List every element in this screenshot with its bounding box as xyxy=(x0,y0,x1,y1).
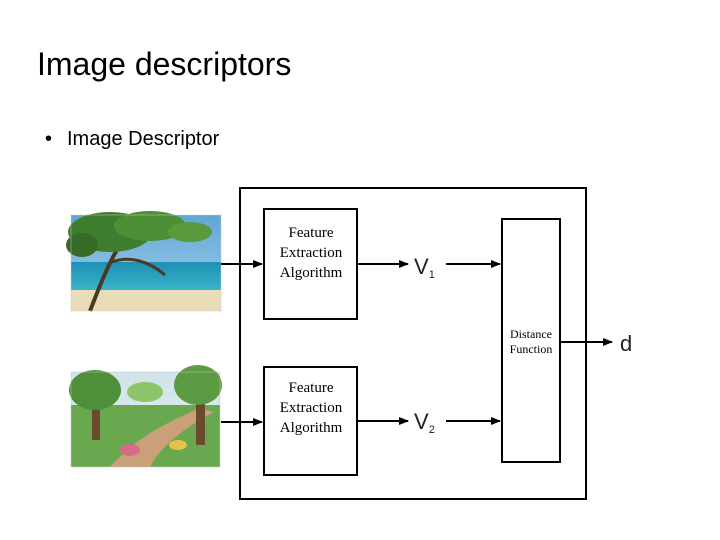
feature-extraction-block-2 xyxy=(263,366,358,476)
block2-line2: Extraction xyxy=(280,400,343,416)
block1-line1: Feature xyxy=(289,225,334,241)
vector-v1-sub: 1 xyxy=(429,269,435,281)
distance-line2: Function xyxy=(510,342,553,356)
slide-title: Image descriptors xyxy=(37,46,292,82)
vector-v2-base: V xyxy=(414,409,429,434)
block1-line2: Extraction xyxy=(280,245,343,261)
block2-line3: Algorithm xyxy=(280,420,343,436)
system-frame xyxy=(239,187,587,500)
vector-v2-label: V2 xyxy=(414,409,435,436)
distance-function-block xyxy=(501,218,561,463)
output-d-label: d xyxy=(620,331,632,356)
vector-v1-base: V xyxy=(414,254,429,279)
distance-line1: Distance xyxy=(510,327,552,341)
block2-line1: Feature xyxy=(289,380,334,396)
bullet-text: Image Descriptor xyxy=(67,128,220,150)
block1-line3: Algorithm xyxy=(280,265,343,281)
beach-scene-image xyxy=(66,211,222,312)
vector-v1-label: V1 xyxy=(414,254,435,281)
garden-path-image xyxy=(69,365,222,468)
vector-v2-sub: 2 xyxy=(429,424,435,436)
bullet-item: • Image Descriptor xyxy=(45,128,219,151)
feature-extraction-block-1 xyxy=(263,208,358,320)
bullet-dot: • xyxy=(45,128,53,150)
